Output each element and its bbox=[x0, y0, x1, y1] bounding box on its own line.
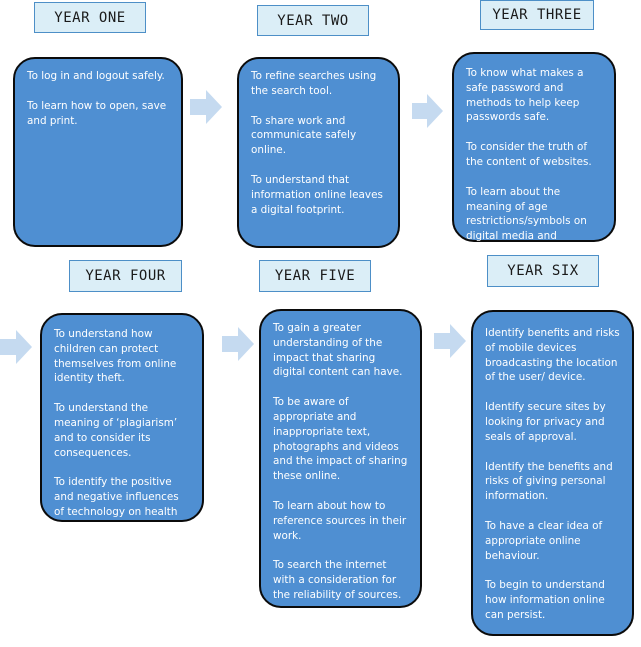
year-six-item: Identify secure sites by looking for pri… bbox=[485, 401, 606, 443]
year-one-item: To log in and logout safely. bbox=[27, 70, 165, 82]
year-five-title: YEAR FIVE bbox=[259, 260, 371, 292]
arrow-right-icon bbox=[0, 330, 32, 364]
year-six-item: To have a clear idea of appropriate onli… bbox=[485, 519, 603, 562]
year-three-item: To know what makes a safe password and m… bbox=[466, 67, 584, 124]
year-three-item: To consider the truth of the content of … bbox=[466, 141, 592, 168]
year-six-item: To begin to understand how information o… bbox=[485, 579, 605, 621]
arrow-right-icon bbox=[434, 324, 466, 358]
year-two-title: YEAR TWO bbox=[257, 5, 369, 36]
year-three-title: YEAR THREE bbox=[480, 0, 594, 30]
year-six-item: Identify the benefits and risks of givin… bbox=[485, 460, 613, 503]
year-four-item: To understand the meaning of ‘plagiarism… bbox=[54, 402, 178, 459]
arrow-right-icon bbox=[222, 327, 254, 361]
arrow-right-icon bbox=[190, 90, 222, 124]
year-three-box: To know what makes a safe password and m… bbox=[452, 52, 616, 257]
year-five-item: To search the internet with a considerat… bbox=[273, 559, 402, 601]
year-four-item: To understand how children can protect t… bbox=[54, 328, 177, 385]
year-six-title: YEAR SIX bbox=[487, 255, 599, 287]
year-one-title: YEAR ONE bbox=[34, 2, 146, 33]
year-four-item: To identify the positive and negative in… bbox=[54, 476, 179, 533]
year-one-item: To learn how to open, save and print. bbox=[27, 99, 167, 127]
year-two-item: To understand that information online le… bbox=[251, 173, 383, 216]
year-two-item: To refine searches using the search tool… bbox=[251, 70, 377, 97]
year-six-item: Identify benefits and risks of mobile de… bbox=[485, 327, 620, 384]
year-four-title: YEAR FOUR bbox=[69, 260, 182, 292]
year-one-box: To log in and logout safely. To learn ho… bbox=[13, 57, 183, 247]
year-two-item: To share work and communicate safely onl… bbox=[251, 114, 357, 157]
arrow-right-icon bbox=[412, 94, 443, 128]
year-three-item: To learn about the meaning of age restri… bbox=[466, 185, 587, 257]
year-five-item: To be aware of appropriate and inappropr… bbox=[273, 396, 408, 483]
year-two-box: To refine searches using the search tool… bbox=[237, 57, 400, 248]
year-six-box: Identify benefits and risks of mobile de… bbox=[471, 310, 634, 636]
year-five-item: To gain a greater understanding of the i… bbox=[273, 322, 403, 379]
year-four-box: To understand how children can protect t… bbox=[40, 313, 204, 533]
year-five-item: To learn about how to reference sources … bbox=[273, 499, 407, 542]
year-five-box: To gain a greater understanding of the i… bbox=[259, 309, 422, 608]
